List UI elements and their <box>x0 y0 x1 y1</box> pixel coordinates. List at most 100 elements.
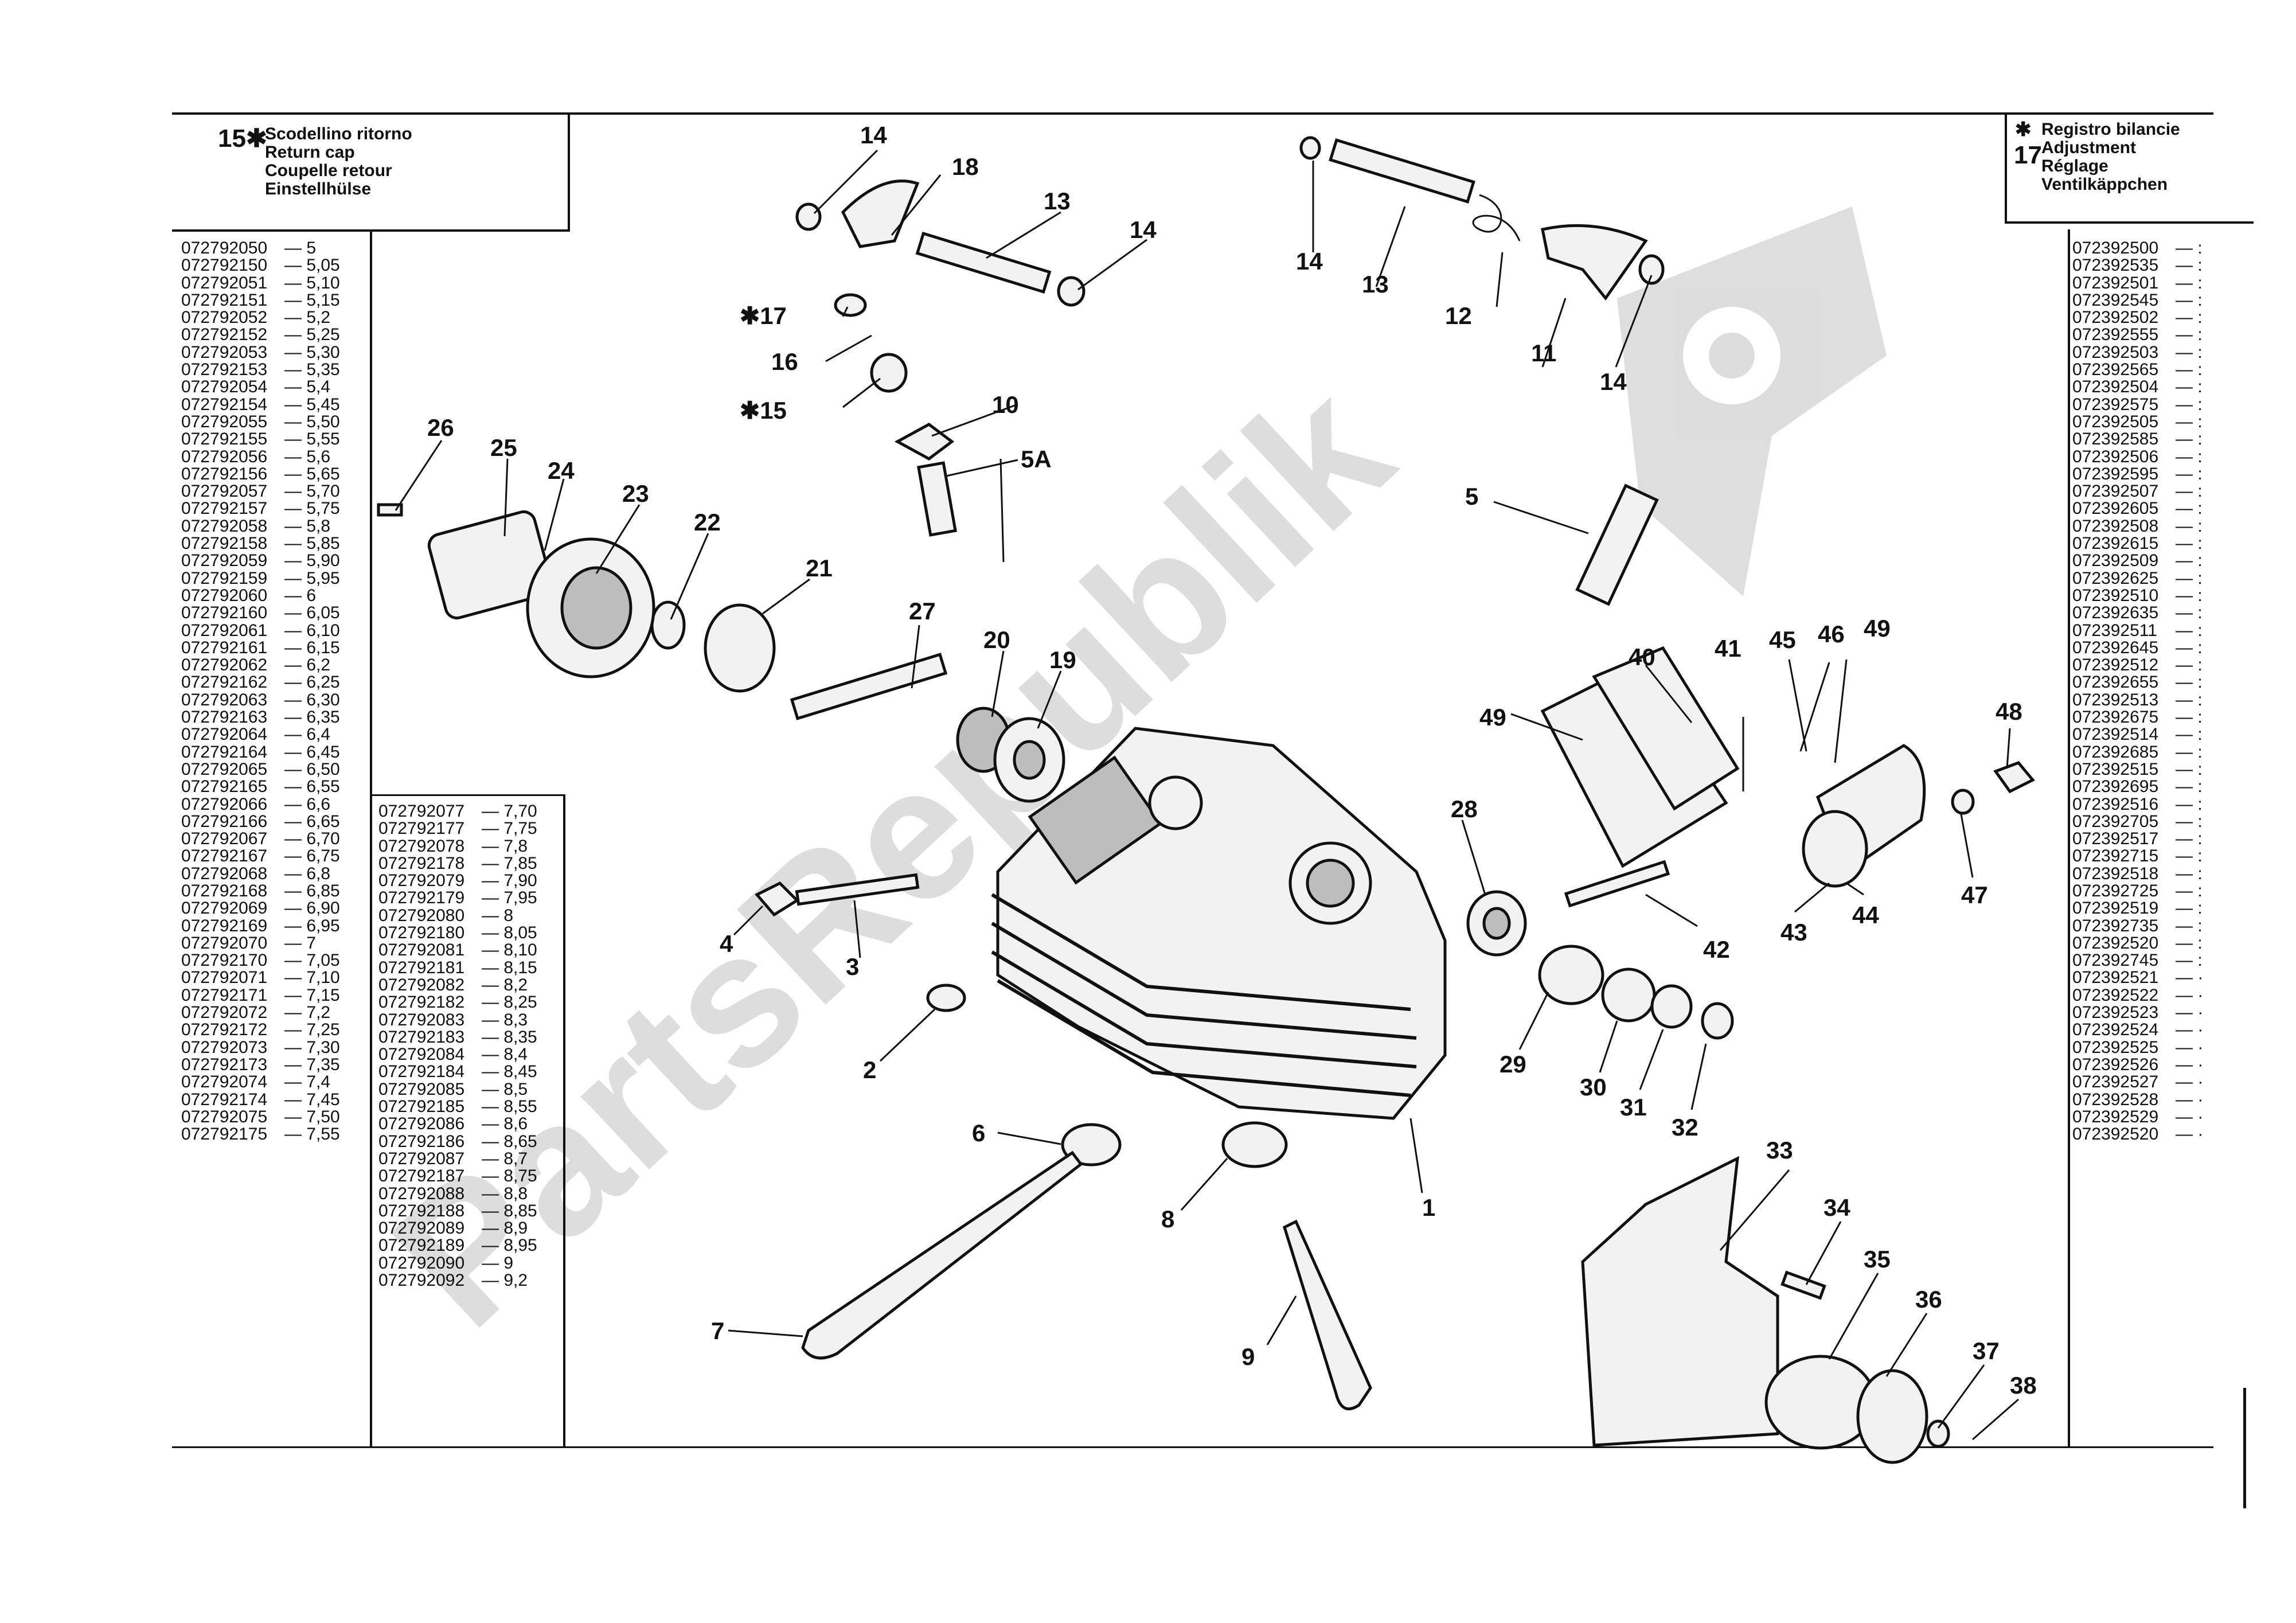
table-15-row: 072792163— 6,35 <box>181 708 340 727</box>
table-17-row: 072392735— : <box>2072 917 2244 935</box>
table-15-part-number: 072792090 <box>378 1253 465 1273</box>
callout-45: 45 <box>1769 626 1796 653</box>
callout-43: 43 <box>1780 919 1807 946</box>
table-17-size: — : <box>2176 846 2203 866</box>
callout-32: 32 <box>1672 1114 1698 1141</box>
table-17-part-number: 072392512 <box>2072 656 2159 675</box>
table-15-size: — 8,2 <box>482 975 528 994</box>
table-15-part-number: 072792084 <box>378 1045 465 1064</box>
cylinder-head-part <box>991 727 1447 1120</box>
table-15-row: 072792083— 8,3 <box>378 1011 537 1029</box>
callout-23: 23 <box>622 480 649 507</box>
legend-15-line-en: Return cap <box>265 143 355 162</box>
callout-9: 9 <box>1241 1343 1255 1370</box>
table-17-part-number: 072392501 <box>2072 273 2159 292</box>
callout-41: 41 <box>1715 635 1741 662</box>
table-15-size: — 8,75 <box>482 1166 537 1186</box>
table-17-part-number: 072392503 <box>2072 342 2159 362</box>
bottom-rule <box>172 1446 2213 1448</box>
table-15-part-number: 072792050 <box>181 240 268 258</box>
table-15-row: 072792082— 8,2 <box>378 975 537 994</box>
table-15-part-number: 072792067 <box>181 829 268 849</box>
table-15-part-number: 072792088 <box>378 1184 465 1203</box>
callout-2: 2 <box>863 1056 876 1083</box>
table-15-row: 072792079— 7,90 <box>378 872 537 889</box>
table-15-row: 072792052— 5,2 <box>181 309 340 326</box>
table-15-size: — 9 <box>482 1253 514 1273</box>
table-17-size: — : <box>2176 690 2203 709</box>
table-17-part-number: 072392518 <box>2072 864 2159 883</box>
callout-44: 44 <box>1852 902 1879 928</box>
table-15-row: 072792166— 6,65 <box>181 813 340 830</box>
table-15-size: — 5,65 <box>284 464 340 483</box>
table-15-size: — 8,7 <box>482 1149 528 1168</box>
table-17-row: 072392529— · <box>2072 1108 2244 1126</box>
table-17-part-number: 072392520 <box>2072 1125 2159 1144</box>
table-15-row: 072792167— 6,75 <box>181 848 340 865</box>
table-15-size: — 5,95 <box>284 568 340 588</box>
table-15-size: — 5,4 <box>284 377 331 397</box>
table-17-size: — : <box>2176 638 2203 657</box>
table-17-size: — : <box>2176 464 2203 483</box>
table-15-row: 072792053— 5,30 <box>181 344 340 361</box>
callout-13-left: 13 <box>1044 188 1071 214</box>
table-17-size: — · <box>2176 968 2204 988</box>
table-15-row: 072792154— 5,45 <box>181 396 340 413</box>
table-15-size: — 8,8 <box>482 1184 528 1203</box>
callout-38: 38 <box>2010 1372 2037 1399</box>
table-15-row: 072792090 — 9 <box>378 1253 537 1273</box>
table-17-row: 072392514— : <box>2072 726 2244 744</box>
callout-5a: 5A <box>1021 446 1052 473</box>
table-15-part-number: 072792172 <box>181 1020 268 1040</box>
table-15-part-number: 072792151 <box>181 290 268 310</box>
table-15-part-number: 072792065 <box>181 759 268 779</box>
table-15-row: 072792074— 7,4 <box>181 1073 340 1091</box>
table-17-row: 072392501— : <box>2072 273 2244 292</box>
table-15-row: 072792077— 7,70 <box>378 803 537 820</box>
table-17-size: — : <box>2176 603 2203 623</box>
table-15-part-number: 072792072 <box>181 1003 268 1023</box>
table-15-part-number: 072792152 <box>181 325 268 345</box>
table-17-part-number: 072392575 <box>2072 395 2159 414</box>
table-17-size: — : <box>2176 447 2203 466</box>
callout-46: 46 <box>1818 621 1845 647</box>
table-17-row: 072392595— : <box>2072 464 2244 483</box>
table-15-part-number: 072792181 <box>378 958 465 977</box>
table-15-part-number: 072792053 <box>181 342 268 362</box>
table-17-size: — : <box>2176 881 2203 900</box>
legend-17-line-de: Ventilkäppchen <box>2041 175 2168 194</box>
callout-24: 24 <box>548 457 575 484</box>
callout-21: 21 <box>806 555 833 582</box>
table-15-size: — 5,90 <box>284 551 340 571</box>
table-15-row: 072792168— 6,85 <box>181 882 340 900</box>
table-17-size: — : <box>2176 256 2203 275</box>
table-15-part-number: 072792164 <box>181 742 268 762</box>
table-15-size: — 6,35 <box>284 708 340 727</box>
legend-box-15: 15✱ Scodellino ritorno Return cap Coupel… <box>172 115 570 232</box>
table-15-size: — 6,25 <box>284 673 340 692</box>
table-15-part-number: 072792081 <box>378 941 465 960</box>
table-17-row: 072392502— : <box>2072 309 2244 326</box>
table-15-size: — 7,30 <box>284 1037 340 1057</box>
table-17-row: 072392745— : <box>2072 951 2244 969</box>
table-15-part-number: 072792159 <box>181 568 268 588</box>
table-17-part-number: 072392520 <box>2072 933 2159 953</box>
table-15-row: 072792178— 7,85 <box>378 855 537 872</box>
table-15-part-number: 072792154 <box>181 395 268 414</box>
table-15-row: 072792184— 8,45 <box>378 1062 537 1082</box>
table-17-row: 072392515— : <box>2072 760 2244 778</box>
table-15-row: 072792187— 8,75 <box>378 1166 537 1186</box>
table-17-row: 072392615— : <box>2072 535 2244 552</box>
table-17-size: — : <box>2176 794 2203 814</box>
table-17-row: 072392695— : <box>2072 778 2244 795</box>
table-15-row: 072792078— 7,8 <box>378 837 537 855</box>
table-15-size: — 8,45 <box>482 1062 537 1082</box>
callout-14-a: 14 <box>860 122 887 149</box>
table-15-row: 072792057— 5,70 <box>181 482 340 500</box>
table-15-row: 072792159 — 5,95 <box>181 568 340 588</box>
table-15-part-number: 072792056 <box>181 447 268 466</box>
table-15-row: 072792075— 7,50 <box>181 1108 340 1126</box>
legend-box-17: ✱ 17 Registro bilancie Adjustment Réglag… <box>2005 115 2254 224</box>
table-17-row: 072392527— · <box>2072 1073 2244 1091</box>
table-17-part-number: 072392565 <box>2072 360 2159 380</box>
